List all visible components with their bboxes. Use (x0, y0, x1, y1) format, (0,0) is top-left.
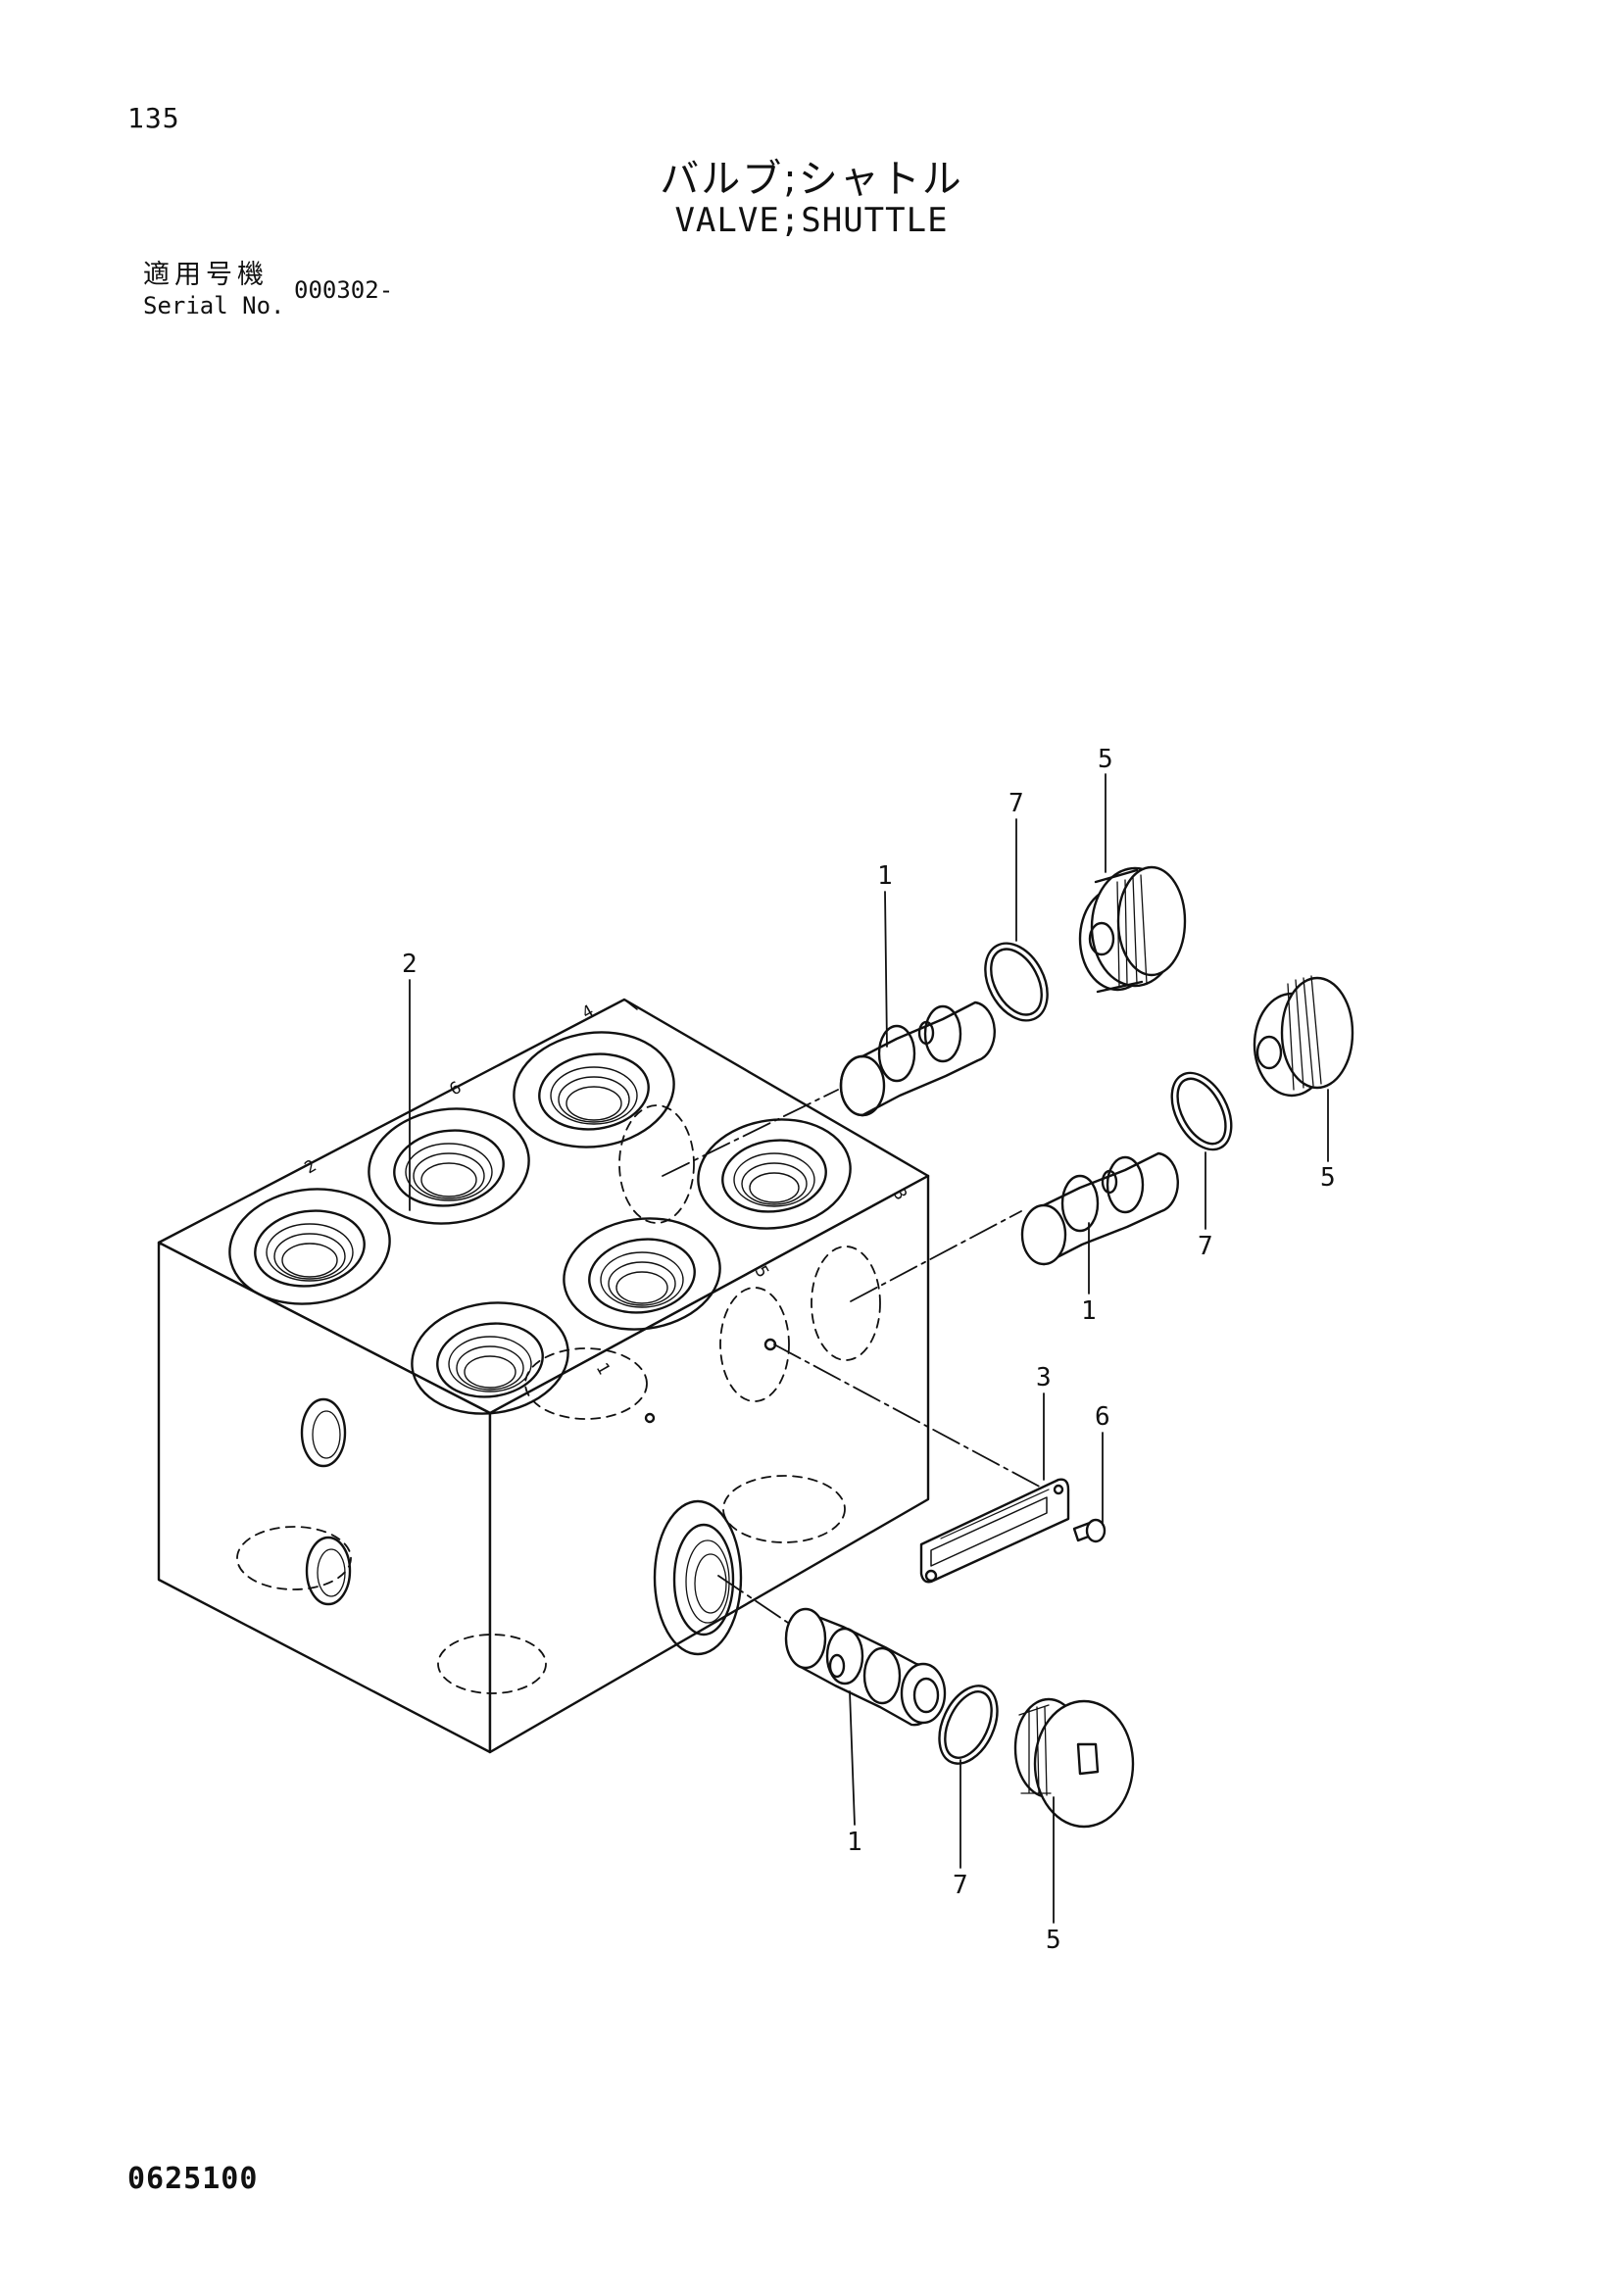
plug-bottom (1013, 1697, 1135, 1829)
plug-right (1253, 975, 1354, 1098)
title-japanese: バルブ;シャトル (660, 157, 963, 202)
o-rings (938, 942, 1233, 1765)
center-lines (662, 1089, 1050, 1628)
callout-spool-right: 1 (1081, 1296, 1097, 1326)
serial-value: 000302- (294, 276, 394, 304)
callout-oring-bottom: 7 (953, 1871, 968, 1900)
port-top-2 (228, 1188, 391, 1305)
serial-label-english: Serial No. (143, 292, 285, 319)
callout-screw: 6 (1095, 1402, 1110, 1432)
port-top-3 (697, 1118, 852, 1230)
port-top-6 (368, 1107, 530, 1225)
right-face-port (653, 1499, 743, 1656)
left-face-ports (300, 1397, 352, 1606)
callout-spool-bottom: 1 (847, 1828, 862, 1857)
callout-plate: 3 (1036, 1363, 1052, 1392)
screw (1072, 1518, 1107, 1543)
plug-top (1078, 865, 1187, 994)
hidden-cavities (236, 1104, 881, 1694)
callout-plug-top: 5 (1098, 745, 1113, 774)
callout-spool-top: 1 (877, 861, 893, 891)
callout-oring-right: 7 (1198, 1232, 1213, 1261)
callout-oring-top: 7 (1008, 789, 1024, 818)
callout-block: 2 (402, 950, 418, 979)
name-plate (919, 1478, 1070, 1584)
page-number: 135 (127, 102, 180, 134)
serial-label-japanese: 適用号機 (143, 260, 269, 290)
spool-right (1020, 1151, 1179, 1266)
document-code: 0625100 (127, 2162, 259, 2196)
port-top-5 (563, 1217, 721, 1331)
callout-leaders (409, 773, 1329, 1924)
spool-top (839, 1001, 996, 1117)
title-english: VALVE;SHUTTLE (674, 201, 949, 240)
spool-bottom (784, 1607, 947, 1727)
top-ports (228, 1031, 852, 1415)
callout-plug-bottom: 5 (1046, 1926, 1061, 1955)
callout-numbers: 2 1 5 7 5 7 1 3 6 1 7 5 (402, 745, 1336, 1955)
callout-plug-right: 5 (1320, 1163, 1336, 1193)
valve-block (157, 998, 930, 1754)
port-top-1 (411, 1301, 569, 1415)
port-top-4 (513, 1031, 675, 1148)
